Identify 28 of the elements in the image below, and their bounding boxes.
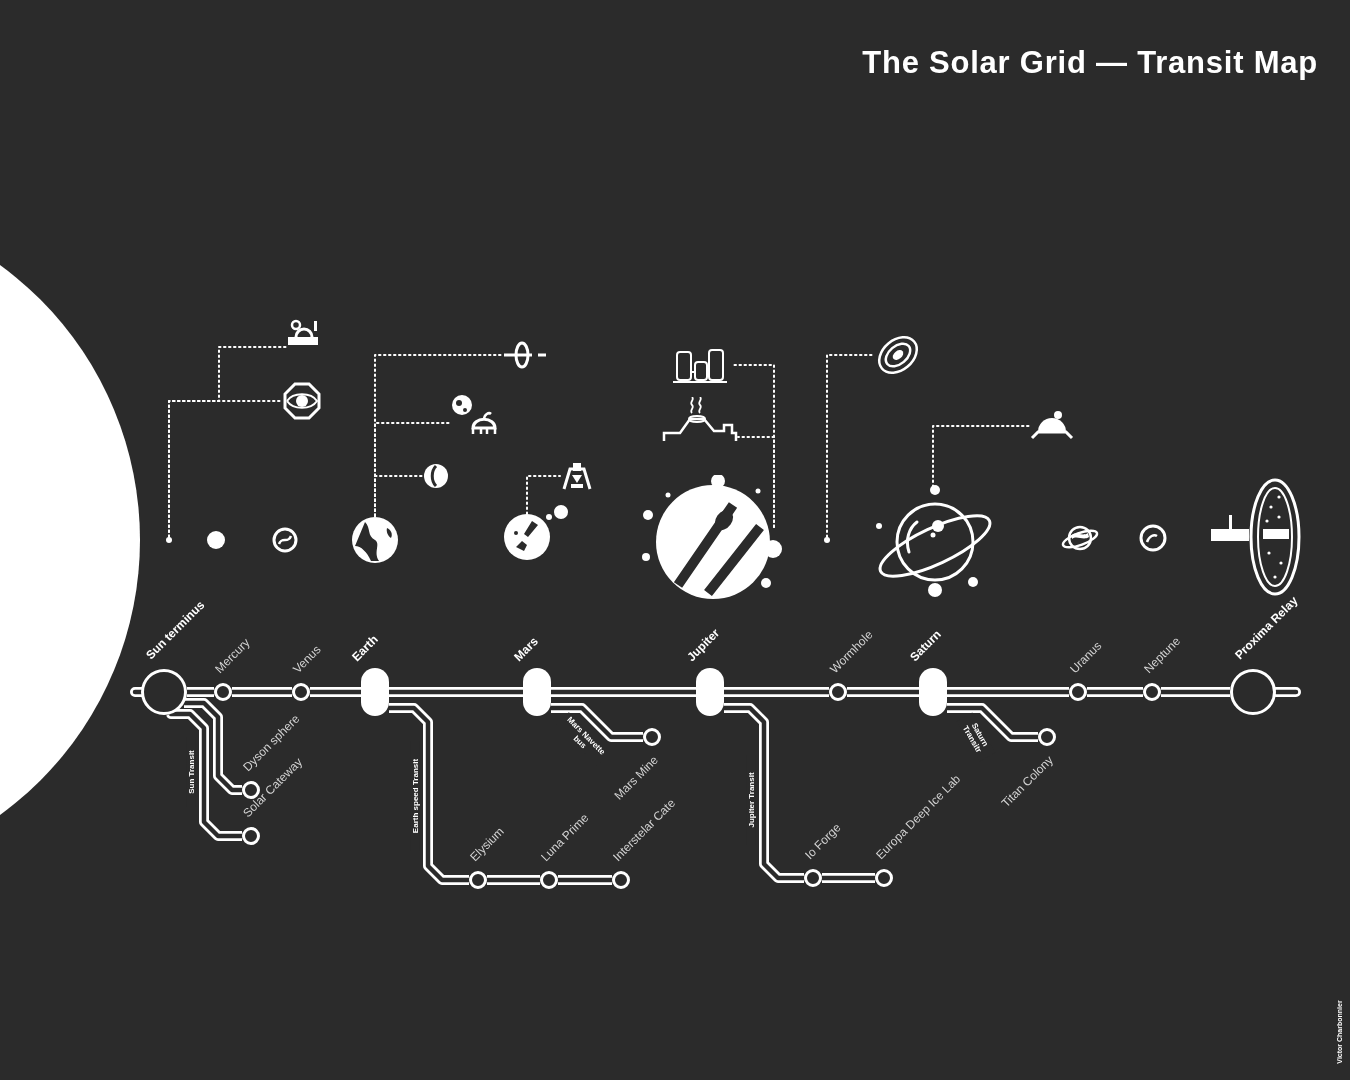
- mining-rig-icon: [560, 461, 594, 491]
- portal-drawing: [1209, 477, 1301, 597]
- ring-gate-icon: [502, 341, 548, 369]
- planet-drawing: [272, 527, 298, 553]
- transit-line: [1161, 687, 1230, 697]
- leader-line: [374, 475, 424, 517]
- map-title: The Solar Grid — Transit Map: [862, 44, 1318, 82]
- planet-drawing: [1139, 524, 1167, 552]
- moon-rover-icon: [451, 394, 499, 436]
- ringed-planet-drawing: [1060, 523, 1100, 553]
- transit-line: [847, 687, 919, 697]
- moon-icon: [423, 463, 449, 489]
- transit-line: [551, 687, 696, 697]
- observatory-icon: [286, 319, 320, 347]
- volcano-icon: [662, 397, 738, 443]
- transit-line: [389, 687, 523, 697]
- leader-line: [168, 346, 287, 538]
- dome-habitat-icon: [1030, 410, 1074, 440]
- planet-drawing: [504, 503, 570, 561]
- transit-line: [724, 687, 829, 697]
- planet-drawing: [351, 516, 399, 564]
- leader-line: [526, 475, 561, 515]
- transit-line: [187, 687, 214, 697]
- transit-line: [947, 687, 1069, 697]
- leader-line: [737, 436, 775, 528]
- transit-line: [310, 687, 361, 697]
- transit-line: [1087, 687, 1143, 697]
- transit-line: [232, 687, 292, 697]
